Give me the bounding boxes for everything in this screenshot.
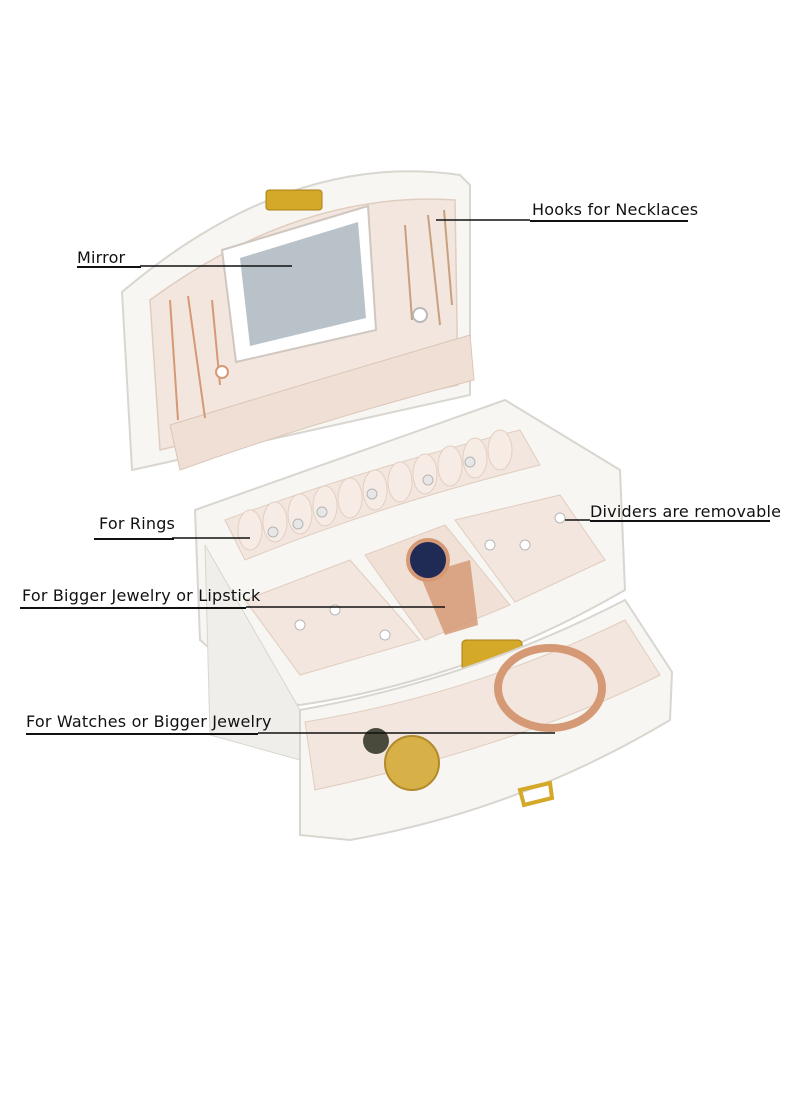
watch — [406, 538, 478, 635]
necklaces-right — [404, 209, 453, 326]
drawer-pull — [517, 780, 555, 808]
drawer — [204, 544, 674, 842]
callout-rings: For Rings — [99, 514, 176, 533]
callout-bigger-jewelry-underline — [20, 607, 246, 609]
ring-rolls — [224, 429, 541, 561]
callout-hooks-underline — [530, 220, 688, 222]
callout-watches: For Watches or Bigger Jewelry — [26, 712, 272, 731]
pendant — [384, 735, 440, 791]
earrings — [294, 512, 566, 641]
callout-mirror: Mirror — [77, 248, 126, 267]
callout-rings-underline — [94, 538, 174, 540]
callout-lines — [140, 219, 590, 734]
callout-watches-underline — [26, 733, 258, 735]
box-lid — [120, 170, 475, 472]
bracelet — [494, 644, 606, 732]
callout-bigger-jewelry: For Bigger Jewelry or Lipstick — [22, 586, 261, 605]
mirror — [220, 204, 378, 364]
lid-clasp — [265, 189, 323, 211]
necklaces-left — [169, 295, 229, 421]
box-tray — [193, 398, 627, 707]
callout-dividers: Dividers are removable — [590, 502, 782, 521]
callout-hooks: Hooks for Necklaces — [532, 200, 699, 219]
callout-mirror-underline — [77, 266, 141, 268]
pendant-charm — [363, 728, 389, 754]
callout-dividers-underline — [590, 520, 770, 522]
